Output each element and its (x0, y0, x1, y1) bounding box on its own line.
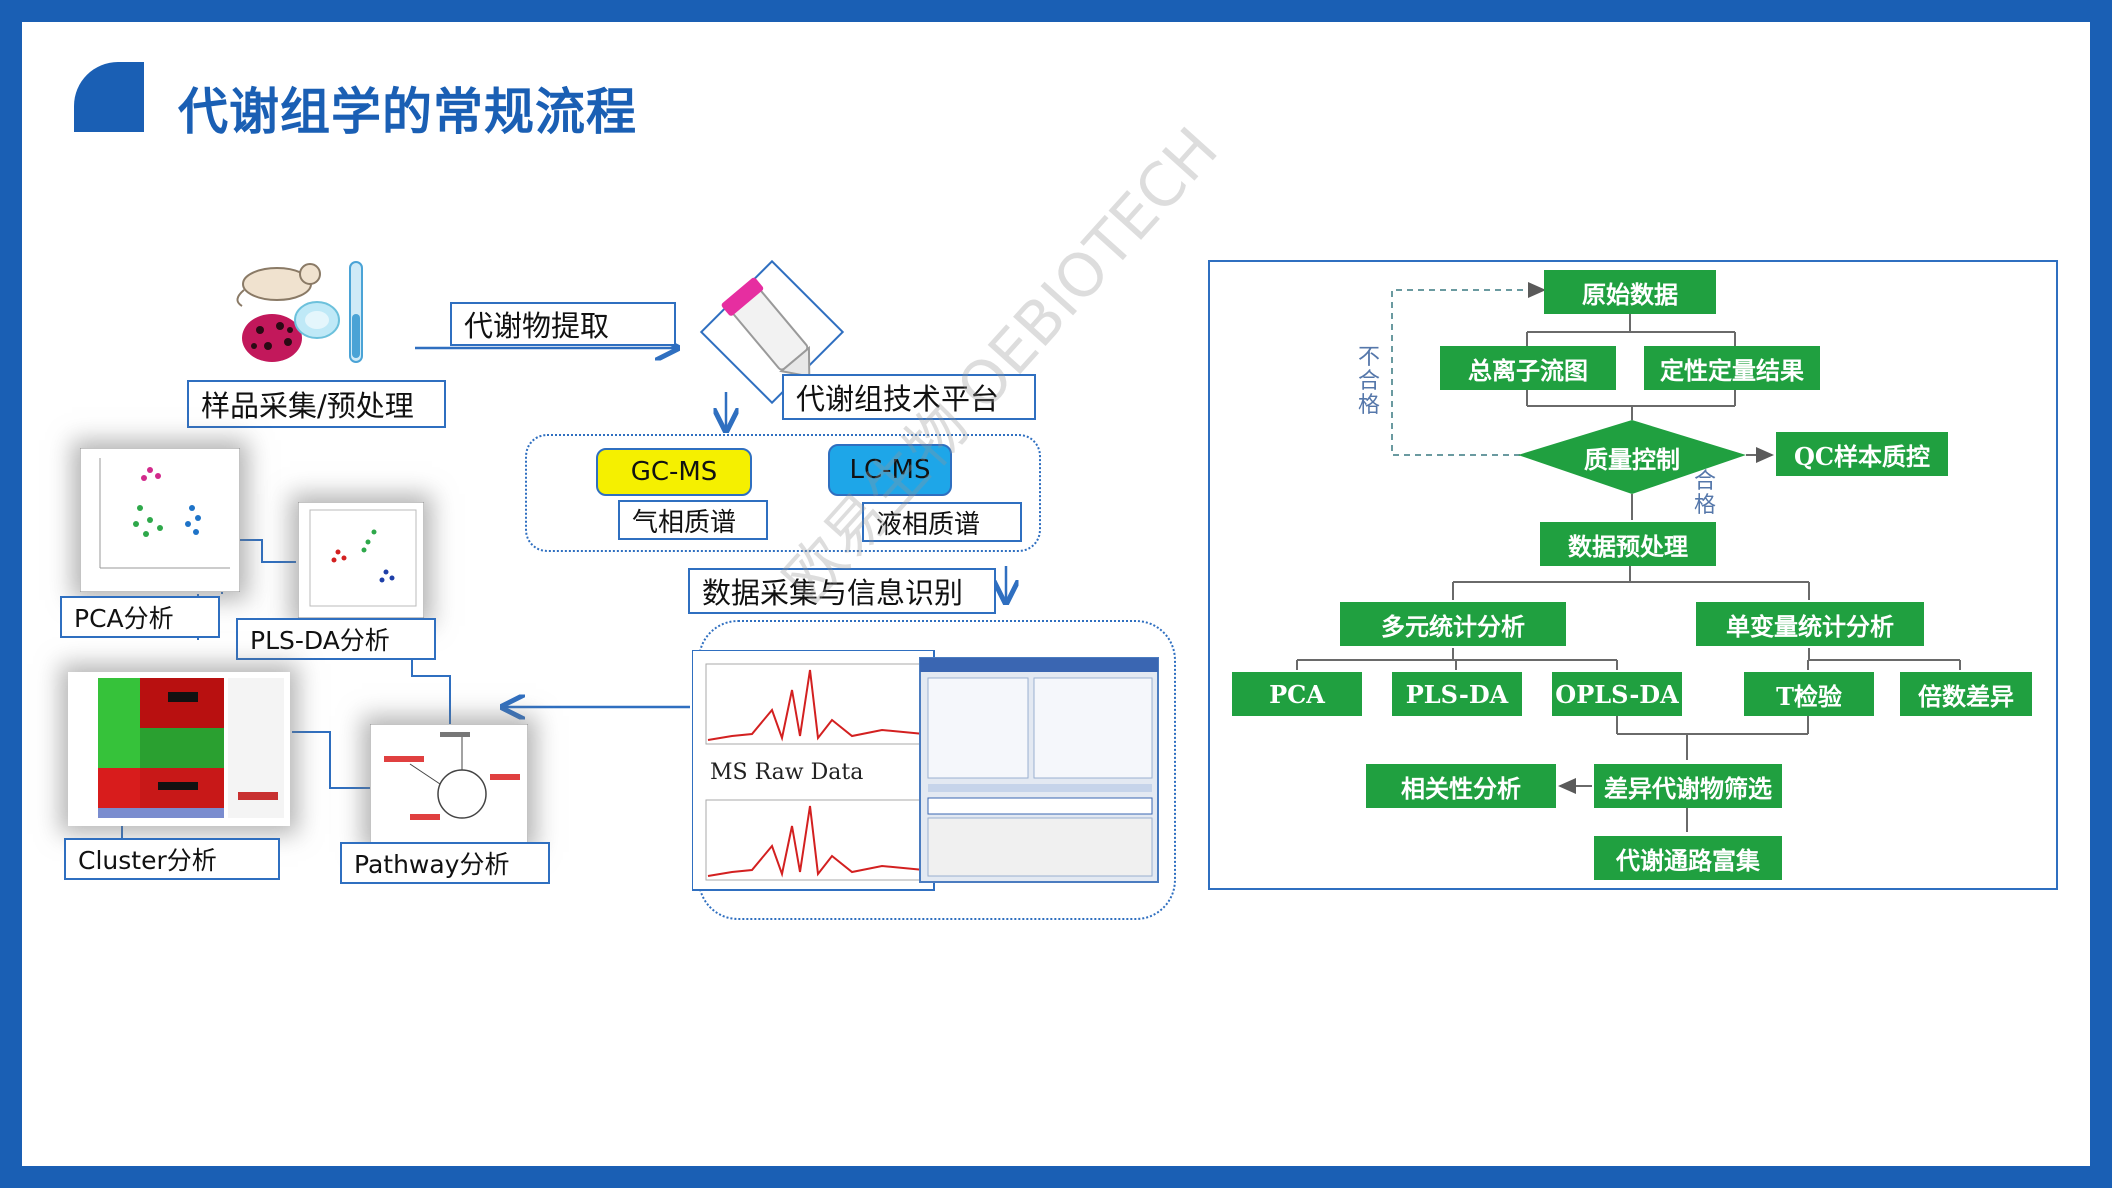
sample-prep-label: 样品采集/预处理 (187, 380, 446, 428)
lc-label: 液相质谱 (862, 502, 1022, 542)
page-title: 代谢组学的常规流程 (178, 83, 637, 141)
flow-fail-label: 不合格 (1357, 345, 1380, 418)
flow-pass-label: 合格 (1693, 469, 1716, 518)
pathway-map-image (370, 724, 528, 844)
flow-correlation: 相关性分析 (1366, 764, 1556, 808)
flow-ttest: T检验 (1744, 672, 1874, 716)
flow-qc: 质量控制 (1584, 445, 1680, 474)
gcms-badge: GC-MS (596, 448, 752, 496)
extract-label: 代谢物提取 (450, 302, 676, 346)
platform-label: 代谢组技术平台 (782, 374, 1036, 420)
flow-pca: PCA (1232, 672, 1362, 716)
pca-label: PCA分析 (60, 596, 220, 638)
flow-quant-result: 定性定量结果 (1644, 346, 1820, 390)
cluster-label: Cluster分析 (64, 838, 280, 880)
ms-raw-data-panel (692, 650, 1159, 891)
flow-multivariate: 多元统计分析 (1340, 602, 1566, 646)
ms-raw-data-caption: MS Raw Data (710, 760, 864, 785)
flow-raw-data: 原始数据 (1544, 270, 1716, 314)
acquire-label: 数据采集与信息识别 (688, 568, 996, 614)
gc-label: 气相质谱 (618, 500, 768, 540)
flow-tic: 总离子流图 (1440, 346, 1616, 390)
centrifuge-tube-icon (699, 259, 845, 405)
pca-plot-image (80, 448, 240, 592)
flow-fold-change: 倍数差异 (1900, 672, 2032, 716)
flow-plsda: PLS-DA (1392, 672, 1522, 716)
flow-pathway-enrich: 代谢通路富集 (1594, 836, 1782, 880)
platform-group (525, 434, 1041, 552)
pathway-label: Pathway分析 (340, 842, 550, 884)
flow-diff-screen: 差异代谢物筛选 (1594, 764, 1782, 808)
lcms-badge: LC-MS (828, 444, 952, 496)
plsda-label: PLS-DA分析 (236, 618, 436, 660)
flow-oplsda: OPLS-DA (1552, 672, 1682, 716)
flow-preprocess: 数据预处理 (1540, 522, 1716, 566)
plsda-plot-image (298, 502, 424, 618)
flow-qc-sample: QC样本质控 (1776, 432, 1948, 476)
qc-decision-diamond (1518, 420, 1746, 494)
title-marker-icon (74, 62, 144, 132)
flow-univariate: 单变量统计分析 (1696, 602, 1924, 646)
cluster-heatmap-image (68, 672, 290, 826)
sample-illustration-icon (236, 261, 363, 363)
